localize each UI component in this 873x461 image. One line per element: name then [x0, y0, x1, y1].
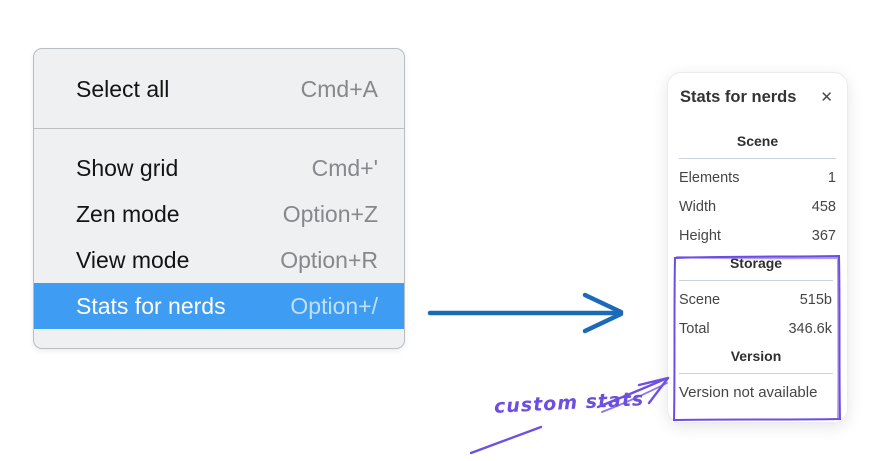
- stat-value: 1: [827, 169, 836, 186]
- menu-item-view-mode[interactable]: View mode Option+R: [34, 237, 404, 283]
- stat-value: 515b: [799, 291, 832, 308]
- menu-item-label: Select all: [76, 75, 170, 102]
- menu-item-label: Stats for nerds: [76, 292, 226, 319]
- storage-section: Storage Scene 515b Total 346.6k: [673, 255, 839, 343]
- menu-group-view: Show grid Cmd+' Zen mode Option+Z View m…: [34, 129, 404, 348]
- stat-row-elements: Elements 1: [668, 163, 847, 192]
- stat-row-width: Width 458: [668, 192, 847, 221]
- section-divider: [679, 280, 833, 281]
- storage-section-header: Storage: [729, 255, 783, 271]
- section-divider: [679, 373, 833, 374]
- stat-row-height: Height 367: [668, 221, 847, 250]
- stat-value: 346.6k: [788, 320, 832, 337]
- menu-item-label: Show grid: [76, 154, 179, 181]
- stats-panel: Stats for nerds ✕ Scene Elements 1 Width…: [667, 72, 848, 423]
- menu-separator: [34, 128, 404, 129]
- flow-arrow: [427, 292, 624, 334]
- menu-item-shortcut: Cmd+A: [300, 75, 378, 102]
- stat-label: Elements: [679, 169, 740, 186]
- scene-section: Scene Elements 1 Width 458 Height 367: [668, 133, 847, 250]
- scene-section-header: Scene: [736, 133, 779, 149]
- menu-item-show-grid[interactable]: Show grid Cmd+': [34, 145, 404, 191]
- stat-label: Scene: [679, 291, 721, 308]
- context-menu: Select all Cmd+A Show grid Cmd+' Zen mod…: [33, 48, 405, 349]
- stat-value: 367: [811, 227, 836, 244]
- stat-label: Total: [679, 320, 710, 337]
- version-section: Version Version not available: [673, 348, 839, 407]
- annotation-arrow: [469, 376, 670, 455]
- menu-item-label: View mode: [76, 246, 190, 273]
- stat-label: Width: [679, 198, 717, 215]
- stat-row-total-storage: Total 346.6k: [673, 314, 839, 343]
- section-divider: [679, 158, 836, 159]
- menu-item-label: Zen mode: [76, 200, 180, 227]
- menu-item-select-all[interactable]: Select all Cmd+A: [34, 67, 404, 111]
- stat-value: 458: [811, 198, 836, 215]
- menu-group-selection: Select all Cmd+A: [34, 49, 404, 128]
- menu-item-zen-mode[interactable]: Zen mode Option+Z: [34, 191, 404, 237]
- menu-item-stats-for-nerds[interactable]: Stats for nerds Option+/: [34, 283, 404, 329]
- stats-panel-title: Stats for nerds: [680, 87, 797, 106]
- version-note: Version not available: [679, 384, 818, 401]
- menu-item-shortcut: Option+/: [290, 292, 378, 319]
- version-section-header: Version: [730, 348, 782, 364]
- close-icon[interactable]: ✕: [820, 87, 833, 106]
- menu-item-shortcut: Option+R: [280, 246, 378, 273]
- menu-item-shortcut: Option+Z: [282, 200, 378, 227]
- stat-label: Height: [679, 227, 721, 244]
- stat-row-scene-storage: Scene 515b: [673, 285, 839, 314]
- stats-panel-header: Stats for nerds ✕: [668, 86, 847, 108]
- menu-item-shortcut: Cmd+': [311, 154, 378, 181]
- custom-stats-group: Storage Scene 515b Total 346.6k Version …: [672, 254, 842, 422]
